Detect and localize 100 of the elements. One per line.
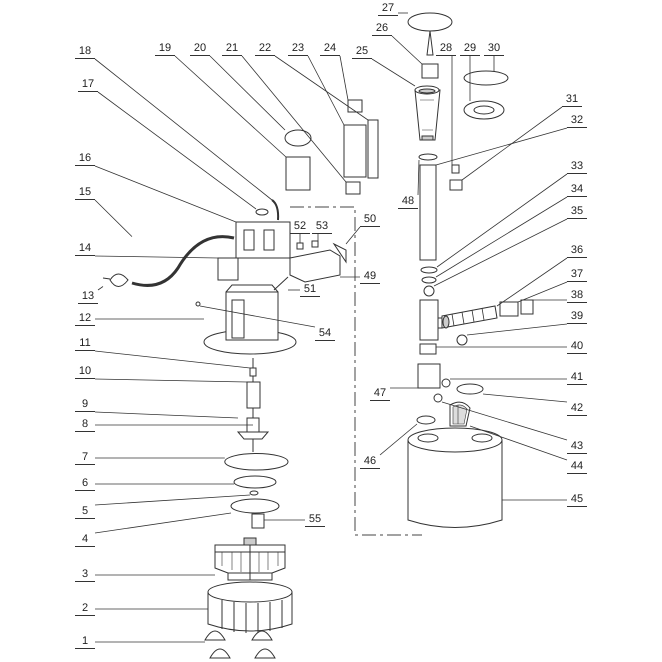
callout-number: 27 [378,2,398,16]
leader-line [94,318,204,320]
leader-line [94,350,250,368]
callout-number: 55 [305,513,325,527]
leader-line [340,56,348,100]
callout-number: 28 [436,42,456,56]
nozzle-drawing [408,12,452,56]
leader-line [94,256,218,258]
callout-number: 50 [360,213,380,227]
leader-line [436,346,568,348]
callout-number: 48 [398,195,418,209]
switch-cable-drawing [274,276,288,290]
leader-line [94,412,238,418]
nut-drawing [422,64,438,78]
callout-number: 7 [75,451,95,465]
hose-tail-drawing [520,300,534,314]
callout-number: 17 [78,78,98,92]
pump-housing-drawing [214,538,286,580]
motor-housing-drawing [204,284,296,354]
callout-number: 38 [567,289,587,303]
leader-line [242,56,346,182]
tube-drawing [420,164,436,260]
callout-number: 8 [75,418,95,432]
screw-drawing [456,334,468,346]
bracket-drawing [332,242,346,264]
leader-line [94,608,208,610]
pin-drawing [452,164,460,174]
callout-number: 18 [75,45,95,59]
disc-drawing [284,130,312,146]
callout-number: 39 [567,310,587,324]
callout-number: 2 [75,602,95,616]
leader-line [340,276,360,278]
leader-line [94,200,132,238]
thread-drawing [420,344,436,354]
connector-drawing [442,305,498,329]
leader-line [436,196,568,278]
nut-drawing [418,364,440,388]
callout-number: 29 [460,42,480,56]
callout-number: 34 [567,183,587,197]
callout-number: 6 [75,477,95,491]
callout-number: 21 [222,42,242,56]
rotor-drawing [246,382,260,408]
leader-line [308,56,344,126]
leader-line [392,36,422,64]
strainer-drawing [208,582,292,634]
screw-drawing [196,302,200,306]
leader-line [462,106,562,180]
threaded-connector-drawing [500,302,518,316]
callout-number: 1 [75,635,95,649]
callout-number: 25 [352,45,372,59]
leader-line [210,56,286,130]
base-drawing [408,428,502,528]
callout-number: 26 [372,22,392,36]
leader-line [372,58,416,86]
callout-number: 14 [75,242,95,256]
callout-number: 54 [315,327,335,341]
nozzle-base-drawing [464,100,504,120]
leader-line [94,494,250,506]
washer-drawing [420,266,438,274]
bushing-drawing [250,368,256,376]
terminal-drawing [312,240,318,248]
ring-drawing [418,154,438,160]
o-ring-drawing [234,476,276,488]
callout-number: 31 [562,93,582,107]
callout-number: 53 [312,220,332,234]
callout-number: 11 [75,337,95,351]
valve-body-drawing [344,124,366,178]
leader-line [450,378,568,380]
valve-lever-drawing [368,120,378,178]
switch-housing-drawing [290,249,340,283]
callout-number: 20 [190,42,210,56]
callout-number: 9 [75,398,95,412]
callout-number: 4 [75,533,95,547]
leader-line [482,394,568,402]
ring-drawing [256,208,268,216]
cable-drawing [132,235,234,287]
leader-line [398,12,408,14]
callout-number: 10 [75,365,95,379]
cone-drawing [414,86,441,140]
callout-number: 33 [567,160,587,174]
spout-drawing [450,402,470,426]
leader-line [94,58,272,200]
filter-drawing [286,156,310,190]
callout-number: 45 [567,493,587,507]
callout-number: 30 [484,42,504,56]
leader-line [200,306,316,328]
suction-cups-drawing [204,630,276,658]
leader-line [174,56,286,158]
callout-number: 3 [75,568,95,582]
callout-number: 15 [75,186,95,200]
leader-line [98,286,104,290]
tube-drawing [271,199,280,220]
leader-line [496,258,568,306]
callout-number: 46 [360,455,380,469]
leader-line [346,226,360,244]
callout-number: 44 [567,460,587,474]
washer-drawing [250,490,258,496]
impeller-cover-drawing [230,498,280,514]
cover-drawing [236,222,290,258]
callout-number: 19 [155,42,175,56]
